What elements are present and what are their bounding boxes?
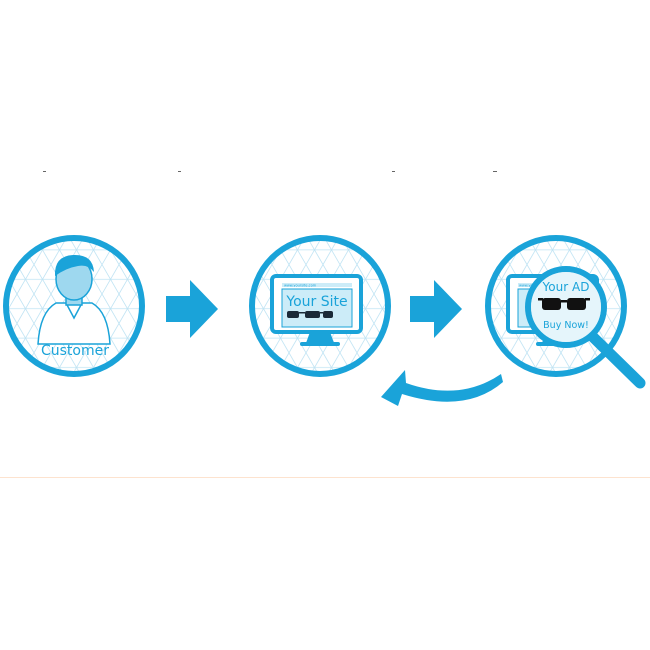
step-site: www.yoursite.com Your Site	[249, 235, 391, 377]
bottom-divider	[0, 477, 650, 478]
arrow-right-icon	[166, 280, 218, 338]
ad-glasses-icon	[538, 298, 590, 310]
magnifying-glass-icon	[525, 266, 646, 389]
customer-label: Customer	[41, 343, 109, 359]
top-marks	[43, 171, 497, 172]
arrow-right-icon	[410, 280, 462, 338]
curved-return-arrow-icon	[381, 370, 503, 406]
customer-circle-ring	[3, 235, 145, 377]
step-customer: Customer	[3, 235, 145, 377]
glasses-icon-2	[310, 311, 333, 318]
retarget-circle-ring	[485, 235, 627, 377]
site-url-text: www.yoursite.com	[284, 284, 317, 288]
step-retarget: www.yoursite.com Your AD Buy Now!	[485, 235, 646, 389]
customer-person-icon	[37, 254, 111, 345]
site-circle-ring	[249, 235, 391, 377]
ad-cta: Buy Now!	[543, 320, 589, 331]
ad-title: Your AD	[542, 280, 590, 294]
site-screen-title: Your Site	[285, 294, 347, 310]
